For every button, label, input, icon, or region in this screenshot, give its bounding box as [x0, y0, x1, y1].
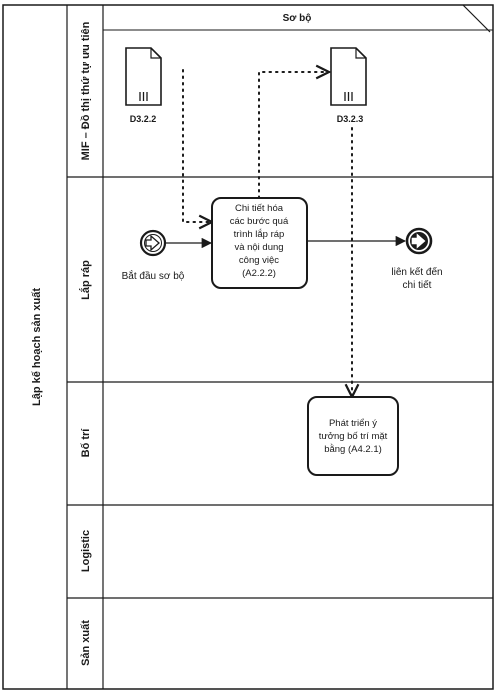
end-event-label-line1: liên kết đến [391, 266, 442, 278]
task-a222-line: các bước quá [230, 216, 289, 227]
task-a222[interactable]: Chi tiết hóa các bước quá trình lắp ráp … [211, 197, 308, 289]
association-d322-to-task [182, 69, 212, 222]
task-a222-line: và nội dung [234, 242, 283, 253]
lane-label-logistic: Logistic [80, 530, 92, 572]
association-task-to-d323 [258, 72, 329, 199]
lane-label-san-xuat: Sản xuất [80, 620, 92, 666]
end-event-label-line2: chi tiết [403, 279, 432, 291]
task-a421-line: bằng (A4.2.1) [324, 444, 382, 455]
task-a222-line: Chi tiết hóa [235, 203, 284, 214]
data-object-icon[interactable] [125, 47, 162, 106]
document-label: D3.2.3 [337, 114, 364, 124]
lane-label-bo-tri: Bố trí [80, 428, 92, 458]
task-a421-line: Phát triển ý [329, 418, 377, 429]
arrow-right-icon [411, 233, 426, 249]
pool-label: Lập kế hoạch sản xuất [31, 288, 43, 406]
task-a222-line: trình lắp ráp [234, 229, 285, 240]
pool-frame [2, 4, 494, 690]
task-a421-line: tưởng bố trí mặt [319, 431, 388, 442]
task-a222-line: (A2.2.2) [242, 268, 276, 279]
arrow-right-icon [145, 234, 160, 252]
start-event-label: Bắt đầu sơ bộ [122, 269, 185, 282]
pool-corner [462, 4, 491, 33]
task-a222-line: công việc [239, 255, 279, 266]
end-event[interactable] [405, 227, 433, 255]
document-label: D3.2.2 [130, 114, 157, 124]
data-object-icon[interactable] [330, 47, 367, 106]
start-event[interactable] [139, 229, 167, 257]
lane-label-mif: MIF – Đồ thị thứ tự ưu tiên [80, 21, 92, 160]
lane-label-lap-rap: Lắp ráp [79, 260, 92, 300]
phase-header: Sơ bộ [283, 13, 312, 24]
task-a421[interactable]: Phát triển ý tưởng bố trí mặt bằng (A4.2… [307, 396, 399, 476]
